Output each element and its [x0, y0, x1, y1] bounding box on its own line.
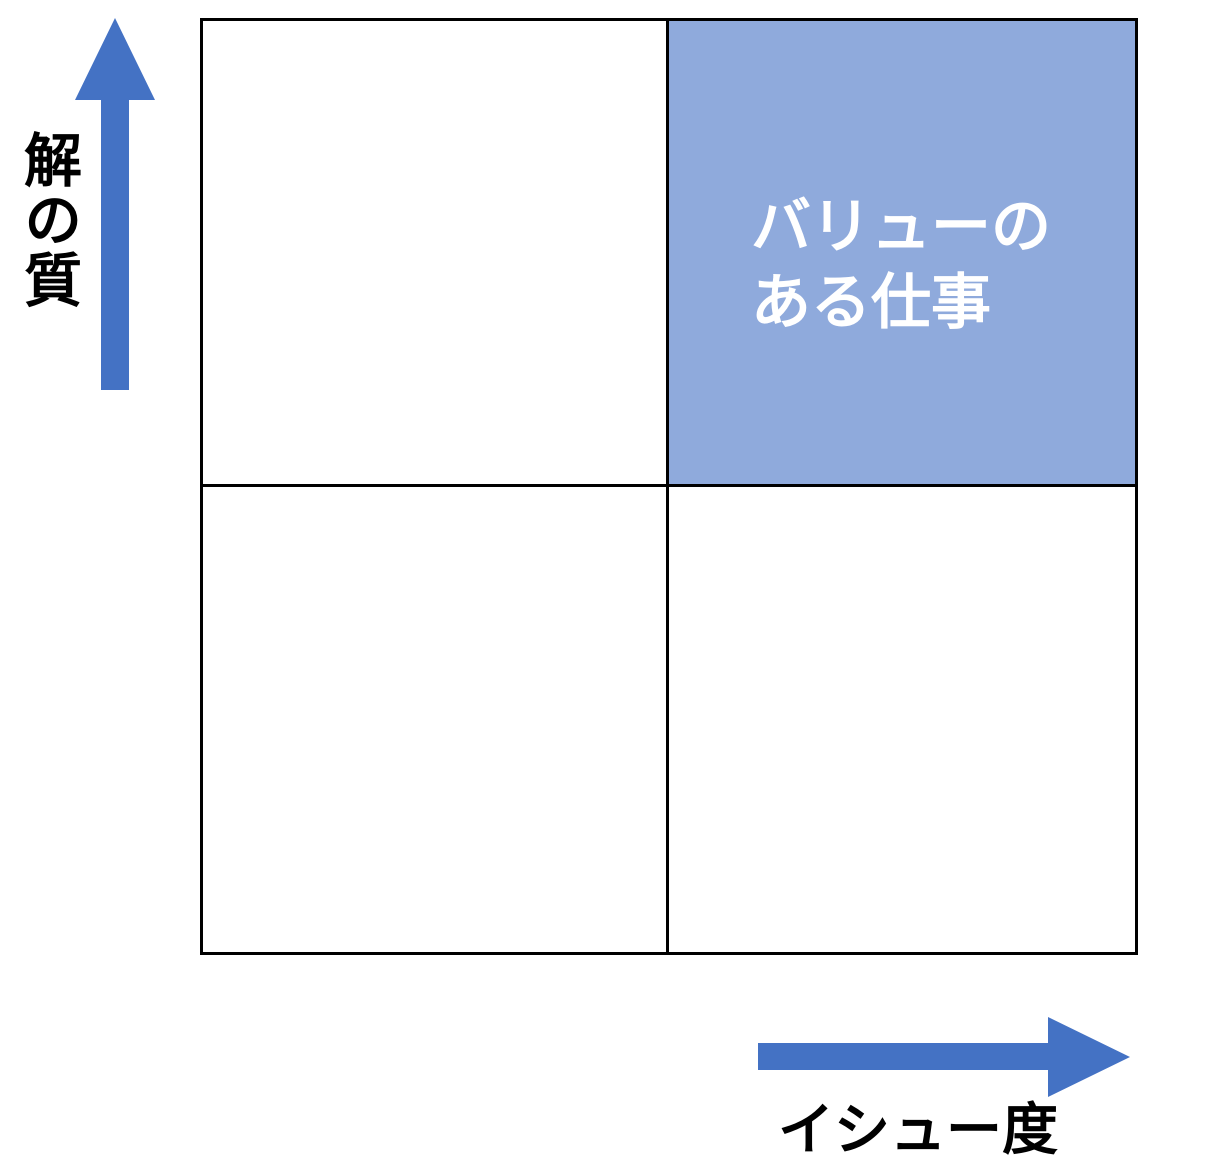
y-axis-label: 解の質	[14, 130, 82, 310]
quadrant-label-line1: バリューの	[751, 192, 1051, 262]
quadrant-label-line2: ある仕事	[751, 268, 991, 338]
quadrant-matrix: バリューの ある仕事	[200, 18, 1138, 955]
quadrant-top-right: バリューの ある仕事	[669, 21, 1135, 487]
y-axis-arrow	[75, 18, 155, 390]
x-axis-arrow	[758, 1017, 1130, 1097]
quadrant-bottom-right	[669, 487, 1135, 952]
quadrant-top-right-label: バリューの ある仕事	[751, 189, 1051, 341]
quadrant-bottom-left	[203, 487, 669, 952]
x-axis-label: イシュー度	[778, 1098, 1058, 1163]
quadrant-top-left	[203, 21, 669, 487]
